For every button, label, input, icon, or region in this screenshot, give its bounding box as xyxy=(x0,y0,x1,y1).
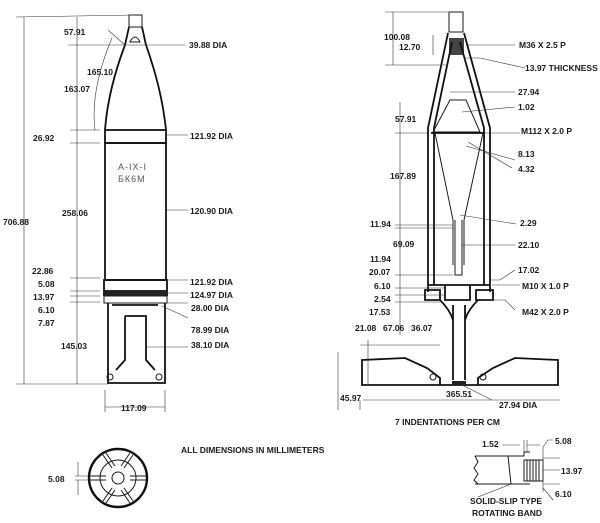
dim-bourrelet: 26.92 xyxy=(33,133,55,143)
dim-11-94: 11.94 xyxy=(370,219,391,229)
dim-ogive-length: 163.07 xyxy=(64,84,90,94)
band-dim-lines xyxy=(477,439,560,501)
fin-hole xyxy=(429,373,437,381)
dia-label: 120.90 DIA xyxy=(190,206,233,216)
dim-36-07: 36.07 xyxy=(411,323,433,333)
callout-27-94: 27.94 xyxy=(518,87,540,97)
dimension-lines xyxy=(15,14,185,412)
units-note: ALL DIMENSIONS IN MILLIMETERS xyxy=(181,445,325,455)
dim-11-94b: 11.94 xyxy=(370,254,391,264)
indentations-note: 7 INDENTATIONS PER CM xyxy=(395,417,500,427)
dia-label: 124.97 DIA xyxy=(190,290,233,300)
body-marking: A-IX-I xyxy=(118,162,147,172)
dim-13-97: 13.97 xyxy=(561,466,583,476)
dim-2-54: 2.54 xyxy=(374,294,391,304)
dim-body-length: 258.06 xyxy=(62,208,88,218)
nose-cap xyxy=(128,14,143,28)
dia-label: 28.00 DIA xyxy=(191,303,229,313)
dim-tail-length: 145.03 xyxy=(61,341,87,351)
dia-label: 38.10 DIA xyxy=(191,340,229,350)
dim-13-97: 13.97 xyxy=(33,292,55,302)
ogive-outline xyxy=(104,26,167,131)
band-label: ROTATING BAND xyxy=(472,508,542,518)
shell-wall xyxy=(427,32,491,292)
dim-tail-width: 117.09 xyxy=(121,403,147,413)
callout-22-10: 22.10 xyxy=(518,240,540,250)
dia-label: 121.92 DIA xyxy=(190,131,233,141)
dim-22-86: 22.86 xyxy=(32,266,54,276)
band-label: SOLID-SLIP TYPE xyxy=(470,496,542,506)
callout-m112: M112 X 2.0 P xyxy=(521,126,572,136)
dim-21-08: 21.08 xyxy=(355,323,377,333)
callout-thickness: 13.97 THICKNESS xyxy=(525,63,598,73)
right-section-view: 100.08 12.70 57.91 167.89 11.94 69.09 11… xyxy=(337,11,598,410)
end-view-inner xyxy=(99,459,137,497)
indentations xyxy=(526,460,540,481)
dim-6-10: 6.10 xyxy=(374,281,391,291)
dim-69-09: 69.09 xyxy=(393,239,415,249)
slot-dim-line xyxy=(75,462,90,495)
dimension-lines xyxy=(337,11,560,410)
cavity xyxy=(434,132,484,276)
dia-label: 78.99 DIA xyxy=(191,325,229,335)
dim-67-06: 67.06 xyxy=(383,323,405,333)
tail-boom xyxy=(107,303,166,384)
dim-ogive-radius: 165.10 xyxy=(87,67,113,77)
callout-17-02: 17.02 xyxy=(518,265,540,275)
body-marking: БК6М xyxy=(118,174,146,184)
boom-end xyxy=(452,381,466,385)
leader-lines xyxy=(146,134,189,348)
dim-20-07: 20.07 xyxy=(369,267,391,277)
band-section-outline xyxy=(473,451,530,485)
dim-slot-width: 5.08 xyxy=(48,474,65,484)
end-view-outline xyxy=(87,447,149,509)
dim-5-08: 5.08 xyxy=(38,279,55,289)
fin-slots xyxy=(90,452,146,504)
dim-overall-length: 706.88 xyxy=(3,217,29,227)
leader-lines xyxy=(450,44,526,401)
end-view: 5.08 xyxy=(48,447,149,509)
base-plug xyxy=(428,284,490,301)
callout-27-94-dia: 27.94 DIA xyxy=(499,400,537,410)
callout-1-02: 1.02 xyxy=(518,102,535,112)
dia-label: 39.88 DIA xyxy=(189,40,227,50)
fin-hole xyxy=(479,373,487,381)
tail-boom xyxy=(439,299,479,380)
fuze-detail xyxy=(129,36,141,43)
dim-fin-height: 45.97 xyxy=(340,393,362,403)
callout-2-29: 2.29 xyxy=(520,218,537,228)
left-exterior-view: A-IX-I БК6М 57.91 165.10 163.07 26.92 70… xyxy=(3,14,233,413)
fuze-cap xyxy=(448,11,464,33)
callout-8-13: 8.13 xyxy=(518,149,535,159)
band-detail: 1.52 5.08 13.97 6.10 SOLID-SLIP TYPE ROT… xyxy=(470,436,583,518)
dim-6-10: 6.10 xyxy=(38,305,55,315)
dim-5-08: 5.08 xyxy=(555,436,572,446)
end-view-hub xyxy=(111,471,125,485)
inner-cone xyxy=(432,99,481,133)
rotating-band xyxy=(103,291,168,296)
dim-1-52: 1.52 xyxy=(482,439,499,449)
band-lower xyxy=(103,295,168,304)
bourrelet xyxy=(104,129,167,144)
tail-hole xyxy=(155,373,163,381)
dim-cone-length: 57.91 xyxy=(395,114,417,124)
dim-fuze-length: 100.08 xyxy=(384,32,410,42)
callout-m36: M36 X 2.5 P xyxy=(519,40,566,50)
dim-6-10: 6.10 xyxy=(555,489,572,499)
tail-hole xyxy=(106,373,114,381)
dim-thread-length: 12.70 xyxy=(399,42,421,52)
dim-fin-span: 365.51 xyxy=(446,389,472,399)
callout-m10: M10 X 1.0 P xyxy=(522,281,569,291)
dim-cavity-length: 167.89 xyxy=(390,171,416,181)
band-section xyxy=(103,279,168,292)
dim-17-53: 17.53 xyxy=(369,307,391,317)
dim-7-87: 7.87 xyxy=(38,318,55,328)
callout-4-32: 4.32 xyxy=(518,164,535,174)
fins xyxy=(361,357,559,386)
callout-m42: M42 X 2.0 P xyxy=(522,307,569,317)
dim-nose-tip: 57.91 xyxy=(64,27,86,37)
dia-label: 121.92 DIA xyxy=(190,277,233,287)
